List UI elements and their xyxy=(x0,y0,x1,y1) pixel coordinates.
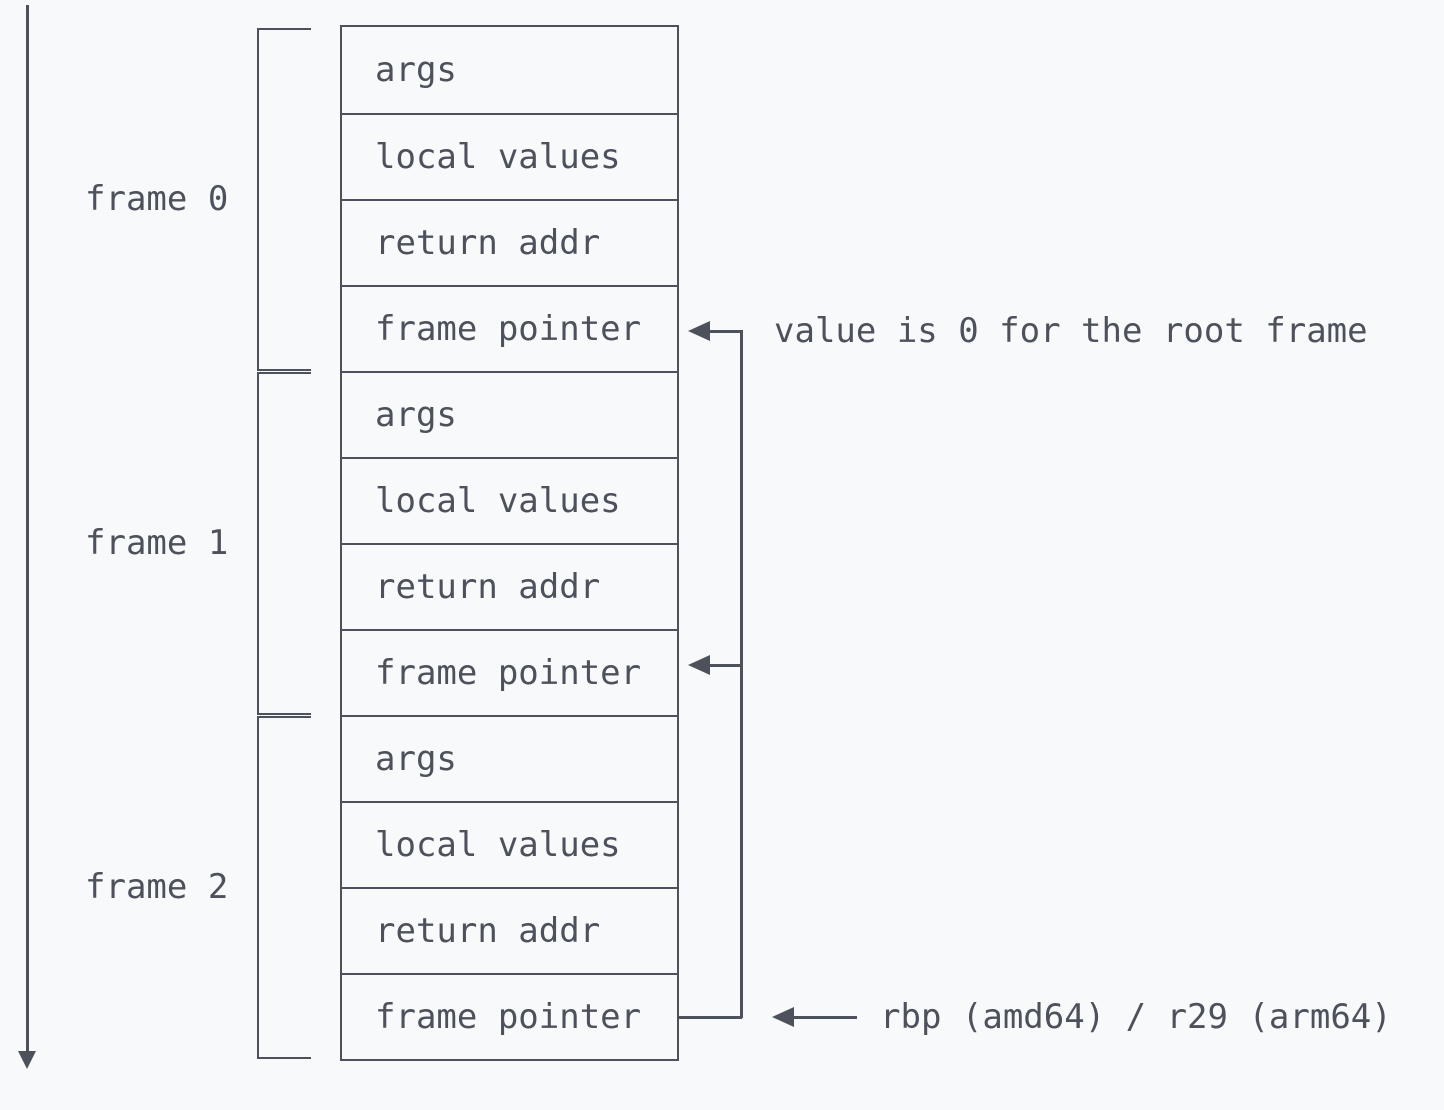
frame-1-pointer-arrow-line xyxy=(708,664,742,667)
frame-2-bracket xyxy=(257,716,311,1059)
frame-1-local-values-cell: local values xyxy=(342,457,677,543)
frame-2-label: frame 2 xyxy=(85,867,229,907)
frame-0-frame-pointer-cell: frame pointer xyxy=(342,285,677,371)
frame-0-pointer-arrow-line xyxy=(708,330,742,333)
frame-0-bracket xyxy=(257,28,311,371)
arrow-left-icon xyxy=(688,321,710,341)
frame-2-args-cell: args xyxy=(342,715,677,801)
frame-1-args-cell: args xyxy=(342,371,677,457)
frame-2-pointer-out-line xyxy=(679,1016,742,1019)
cell-label: return addr xyxy=(375,567,601,607)
frame-1-frame-pointer-cell: frame pointer xyxy=(342,629,677,715)
stack-growth-axis-line xyxy=(26,5,29,1051)
cell-label: args xyxy=(375,395,457,435)
frame-0-return-addr-cell: return addr xyxy=(342,199,677,285)
cell-label: args xyxy=(375,50,457,90)
cell-label: args xyxy=(375,739,457,779)
frame-1-label: frame 1 xyxy=(85,523,229,563)
frame-0-label: frame 0 xyxy=(85,179,229,219)
frame-0-local-values-cell: local values xyxy=(342,113,677,199)
frame-0-args-cell: args xyxy=(342,27,677,113)
arrow-left-icon xyxy=(688,655,710,675)
frame-2-local-values-cell: local values xyxy=(342,801,677,887)
frame-1-bracket xyxy=(257,372,311,715)
cell-label: local values xyxy=(375,481,621,521)
register-note: rbp (amd64) / r29 (arm64) xyxy=(880,997,1392,1037)
frame-pointer-chain-vline xyxy=(740,330,743,1018)
root-frame-note: value is 0 for the root frame xyxy=(774,311,1368,351)
cell-label: frame pointer xyxy=(375,309,642,349)
cell-label: local values xyxy=(375,137,621,177)
frame-1-return-addr-cell: return addr xyxy=(342,543,677,629)
arrowhead-down-icon xyxy=(18,1051,36,1069)
cell-label: local values xyxy=(375,825,621,865)
cell-label: return addr xyxy=(375,911,601,951)
register-arrow-line xyxy=(792,1016,857,1019)
frame-2-return-addr-cell: return addr xyxy=(342,887,677,973)
cell-label: frame pointer xyxy=(375,997,642,1037)
cell-label: frame pointer xyxy=(375,653,642,693)
stack-cell-column: args local values return addr frame poin… xyxy=(340,25,679,1061)
arrow-left-icon xyxy=(772,1007,794,1027)
frame-2-frame-pointer-cell: frame pointer xyxy=(342,973,677,1059)
cell-label: return addr xyxy=(375,223,601,263)
